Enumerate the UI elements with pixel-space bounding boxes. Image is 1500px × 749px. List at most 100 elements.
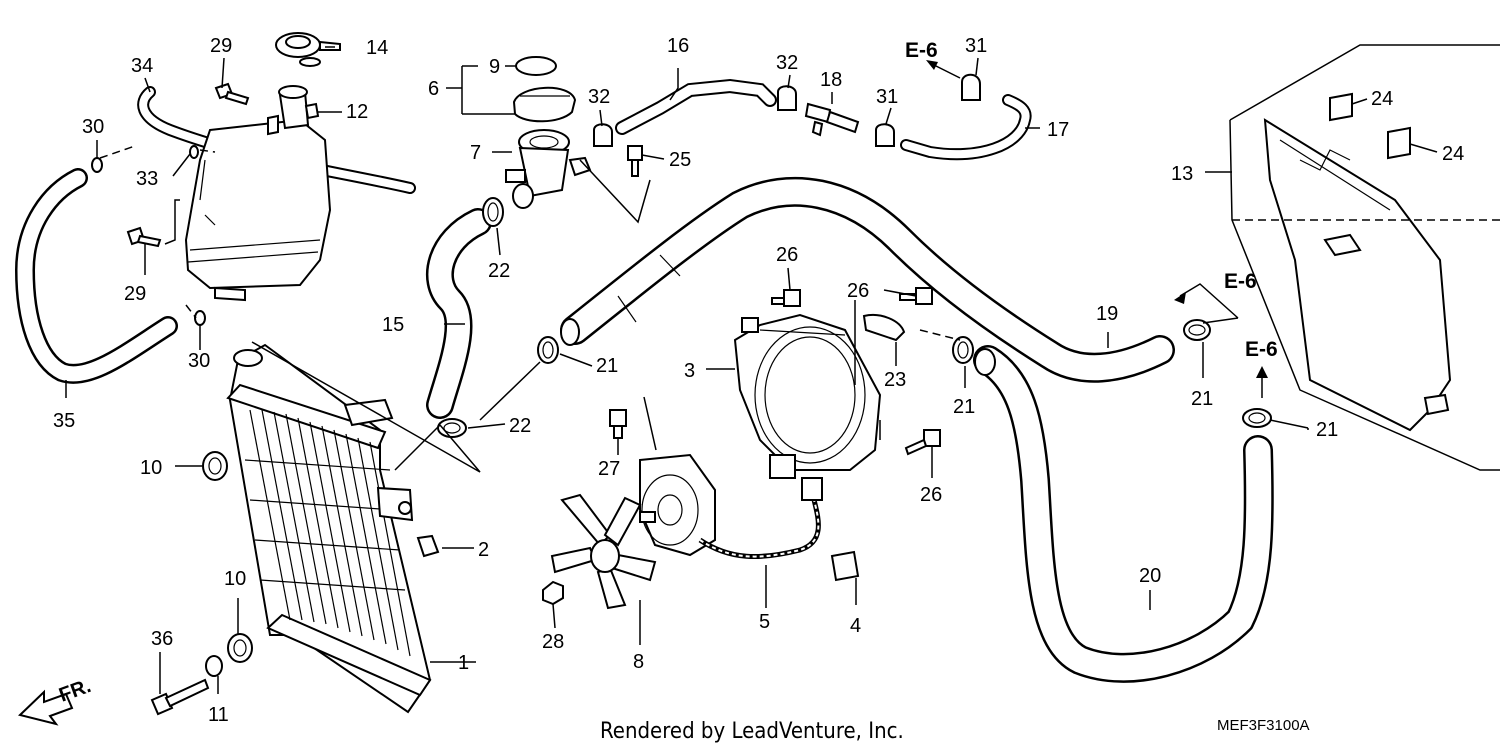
part-label-14: 14 <box>366 37 388 59</box>
ref-label-e6-right: E-6 <box>1224 270 1257 293</box>
part-label-5: 5 <box>759 611 770 633</box>
clip-23[interactable] <box>862 314 906 342</box>
part-label-6: 6 <box>428 78 439 100</box>
clamp-21-c[interactable] <box>1183 319 1211 341</box>
part-label-2: 2 <box>478 539 489 561</box>
e6-arrow-top <box>926 60 961 79</box>
ref-label-e6-lower: E-6 <box>1245 338 1278 361</box>
part-label-29-top: 29 <box>210 35 232 57</box>
clamp-31-lower[interactable] <box>875 123 895 147</box>
clip-2[interactable] <box>416 534 440 558</box>
part-label-21-a: 21 <box>596 355 618 377</box>
part-label-22-bottom: 22 <box>509 415 531 437</box>
hose-20[interactable] <box>973 345 1274 683</box>
e6-arrow-right <box>1174 283 1239 324</box>
overflow-hose-35[interactable] <box>14 168 178 384</box>
reserve-tank[interactable] <box>184 85 332 302</box>
clamp-22-top[interactable] <box>482 197 504 227</box>
part-label-29-left: 29 <box>124 283 146 305</box>
fr-label: FR. <box>56 675 94 707</box>
part-label-27: 27 <box>598 458 620 480</box>
fan-motor[interactable] <box>639 453 716 557</box>
clip-33[interactable] <box>189 145 199 159</box>
part-label-24-bottom: 24 <box>1442 143 1464 165</box>
part-labels: 1 2 3 4 5 6 7 8 9 10 10 11 12 13 14 15 1… <box>53 35 1464 726</box>
clip-30-bottom[interactable] <box>194 310 206 326</box>
clamp-31-top[interactable] <box>961 73 981 101</box>
clamp-32-right[interactable] <box>777 85 797 111</box>
guard-box-edge <box>1229 119 1500 471</box>
bolt-26-lower[interactable] <box>904 429 941 456</box>
bolt-26-top[interactable] <box>771 289 801 307</box>
clamp-32-left[interactable] <box>593 123 613 147</box>
part-label-28: 28 <box>542 631 564 653</box>
part-label-35: 35 <box>53 410 75 432</box>
part-label-26-lower: 26 <box>920 484 942 506</box>
leader-lines <box>65 46 1438 694</box>
ref-label-e6-top: E-6 <box>905 39 938 62</box>
part-label-17: 17 <box>1047 119 1069 141</box>
bolt-36[interactable] <box>150 678 210 716</box>
part-label-21-c: 21 <box>1191 388 1213 410</box>
connector-4[interactable] <box>830 550 860 582</box>
filler-neck-7[interactable] <box>505 129 592 209</box>
part-12[interactable] <box>304 102 320 120</box>
fitting-18[interactable] <box>804 102 860 137</box>
part-label-33: 33 <box>136 168 158 190</box>
part-label-25: 25 <box>669 149 691 171</box>
clip-30-top[interactable] <box>91 157 103 173</box>
radiator-1[interactable] <box>226 343 432 714</box>
part-label-24-top: 24 <box>1371 88 1393 110</box>
hose-16[interactable] <box>615 78 777 135</box>
nut-28[interactable] <box>542 580 564 606</box>
part-label-23: 23 <box>884 369 906 391</box>
part-label-13: 13 <box>1171 163 1193 185</box>
radiator-guard-13[interactable] <box>1263 118 1452 432</box>
part-label-22-top: 22 <box>488 260 510 282</box>
part-label-21-b: 21 <box>953 396 975 418</box>
part-label-21-d: 21 <box>1316 419 1338 441</box>
part-label-20: 20 <box>1139 565 1161 587</box>
grommet-10-top[interactable] <box>202 451 228 481</box>
bolt-25[interactable] <box>627 145 643 177</box>
pad-24-bottom[interactable] <box>1387 126 1411 160</box>
fan-blade-8[interactable] <box>550 493 657 610</box>
pad-24-top[interactable] <box>1329 92 1353 122</box>
footer-rendered-by: Rendered by LeadVenture, Inc. <box>600 719 904 744</box>
collar-11[interactable] <box>205 655 223 677</box>
part-label-16: 16 <box>667 35 689 57</box>
hose-17[interactable] <box>900 94 1032 161</box>
clamp-21-b[interactable] <box>952 336 974 364</box>
part-label-34: 34 <box>131 55 153 77</box>
o-ring-9[interactable] <box>515 56 557 76</box>
part-label-30-bottom: 30 <box>188 350 210 372</box>
hose-15[interactable] <box>425 208 492 419</box>
part-label-32-right: 32 <box>776 52 798 74</box>
hose-19[interactable] <box>560 176 1175 383</box>
tank-cap-14[interactable] <box>275 32 341 67</box>
bolt-26-right[interactable] <box>899 287 933 305</box>
fan-shroud-3[interactable] <box>733 313 882 479</box>
part-label-31-top: 31 <box>965 35 987 57</box>
part-label-7: 7 <box>470 142 481 164</box>
part-label-32-left: 32 <box>588 86 610 108</box>
wire-harness-5[interactable] <box>698 477 823 559</box>
part-label-12: 12 <box>346 101 368 123</box>
part-label-9: 9 <box>489 56 500 78</box>
radiator-cap-6[interactable] <box>512 86 577 123</box>
clamp-21-a[interactable] <box>537 336 559 364</box>
bolt-29-top[interactable] <box>214 82 250 106</box>
part-label-4: 4 <box>850 615 861 637</box>
bolt-27[interactable] <box>609 409 627 439</box>
e6-arrow-lower <box>1256 366 1268 398</box>
part-label-15: 15 <box>382 314 404 336</box>
part-label-8: 8 <box>633 651 644 673</box>
diagram-code: MEF3F3100A <box>1217 717 1310 734</box>
part-label-26-right: 26 <box>847 280 869 302</box>
part-label-10-top: 10 <box>140 457 162 479</box>
grommet-10-bottom[interactable] <box>227 633 253 663</box>
clamp-21-d[interactable] <box>1242 408 1272 428</box>
part-label-1: 1 <box>458 652 469 674</box>
bolt-29-left[interactable] <box>126 226 162 248</box>
